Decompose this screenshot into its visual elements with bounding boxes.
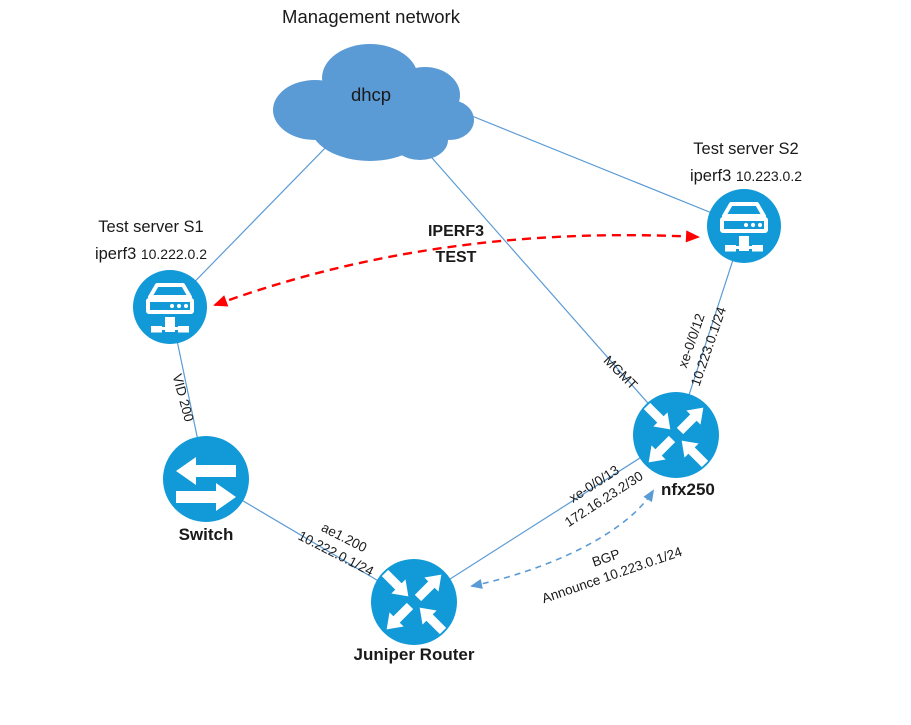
cloud-icon (273, 44, 474, 161)
nfx250-label: nfx250 (661, 480, 715, 499)
switch-label: Switch (178, 525, 234, 544)
juniper-router-label: Juniper Router (353, 645, 475, 664)
iperf3-test-label: IPERF3 TEST (427, 223, 484, 266)
s1-name: Test server S1 (98, 218, 204, 236)
cloud-label: dhcp (350, 84, 392, 105)
router-icon (633, 392, 719, 478)
router-icon (371, 559, 457, 645)
iperf3-test-arrow (213, 230, 700, 307)
switch-node (162, 435, 250, 523)
s1-iperf: iperf3 10.222.0.2 (94, 244, 208, 263)
diagram-title: Management network (282, 6, 460, 27)
s2-name: Test server S2 (693, 140, 799, 158)
test-server-s1-node (132, 269, 208, 345)
server-icon (707, 189, 781, 263)
switch-icon (163, 436, 249, 522)
s2-iperf: iperf3 10.223.0.2 (689, 166, 803, 185)
s2-label: Test server S2 iperf3 10.223.0.2 (665, 136, 827, 189)
solid-links (169, 99, 745, 603)
management-cloud-node (270, 40, 480, 166)
test-server-s2-node (706, 188, 782, 264)
bgp-announce-arrow (470, 489, 655, 589)
link-cloud-s2 (461, 111, 745, 227)
nfx250-node (632, 391, 720, 479)
server-icon (133, 270, 207, 344)
s1-label: Test server S1 iperf3 10.222.0.2 (70, 214, 232, 267)
juniper-router-node (370, 558, 458, 646)
